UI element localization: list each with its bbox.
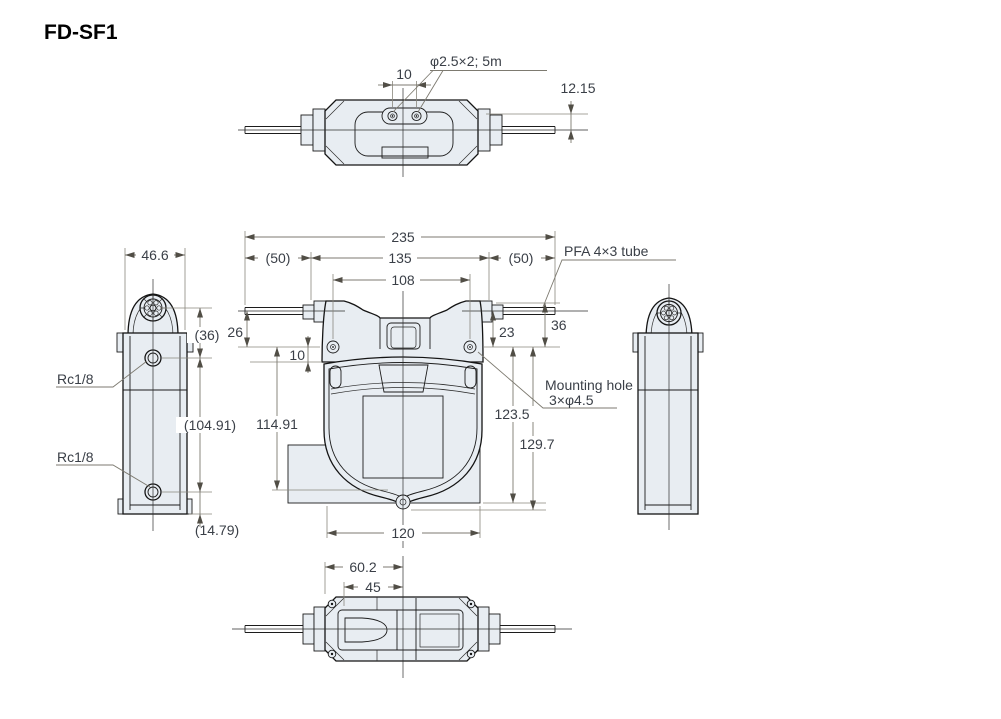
upper-housing	[321, 300, 484, 363]
dim-26: 26	[227, 324, 243, 340]
dim-side-width: 46.6	[141, 247, 168, 263]
bottom-view	[232, 556, 572, 678]
mounting-hole-left	[326, 340, 340, 354]
dim-hole-pitch: 10	[396, 66, 412, 82]
top-hole-left	[387, 110, 398, 122]
dim-left-tube: (50)	[266, 250, 291, 266]
dim-side-1479: (14.79)	[195, 522, 239, 538]
dim-bottom-width: 120	[391, 525, 415, 541]
dim-body-height: 114.91	[256, 416, 298, 432]
top-view	[238, 88, 588, 177]
left-side-view	[116, 279, 194, 531]
label-mounting-hole-size: 3×φ4.5	[549, 392, 594, 408]
dim-bottom-602: 60.2	[349, 559, 376, 575]
right-side-view	[632, 284, 704, 530]
mounting-hole-right	[463, 340, 477, 354]
sensor-element	[344, 617, 388, 643]
dim-10-front: 10	[289, 347, 305, 363]
label-rc-bottom: Rc1/8	[57, 449, 94, 465]
label-mounting-hole: Mounting hole	[545, 377, 633, 393]
dim-36: 36	[551, 317, 567, 333]
top-hole-right	[411, 110, 422, 122]
dim-right-tube: (50)	[509, 250, 534, 266]
label-hole-spec: φ2.5×2; 5m	[430, 53, 502, 69]
dim-mid-width: 135	[388, 250, 412, 266]
dim-23: 23	[499, 324, 515, 340]
dim-hole-span: 108	[391, 272, 415, 288]
dim-total-width: 235	[391, 229, 415, 245]
dim-1235: 123.5	[494, 406, 529, 422]
dim-offset-1215: 12.15	[560, 80, 595, 96]
label-rc-top: Rc1/8	[57, 371, 94, 387]
dimensions	[56, 70, 676, 606]
front-view	[238, 291, 588, 548]
dim-side-36: (36)	[195, 327, 220, 343]
dim-bottom-45: 45	[365, 579, 381, 595]
label-pfa-tube: PFA 4×3 tube	[564, 243, 649, 259]
corner-screws	[327, 599, 476, 659]
dim-1297: 129.7	[519, 436, 554, 452]
page-title: FD-SF1	[44, 21, 118, 44]
dim-side-10491: (104.91)	[184, 417, 236, 433]
